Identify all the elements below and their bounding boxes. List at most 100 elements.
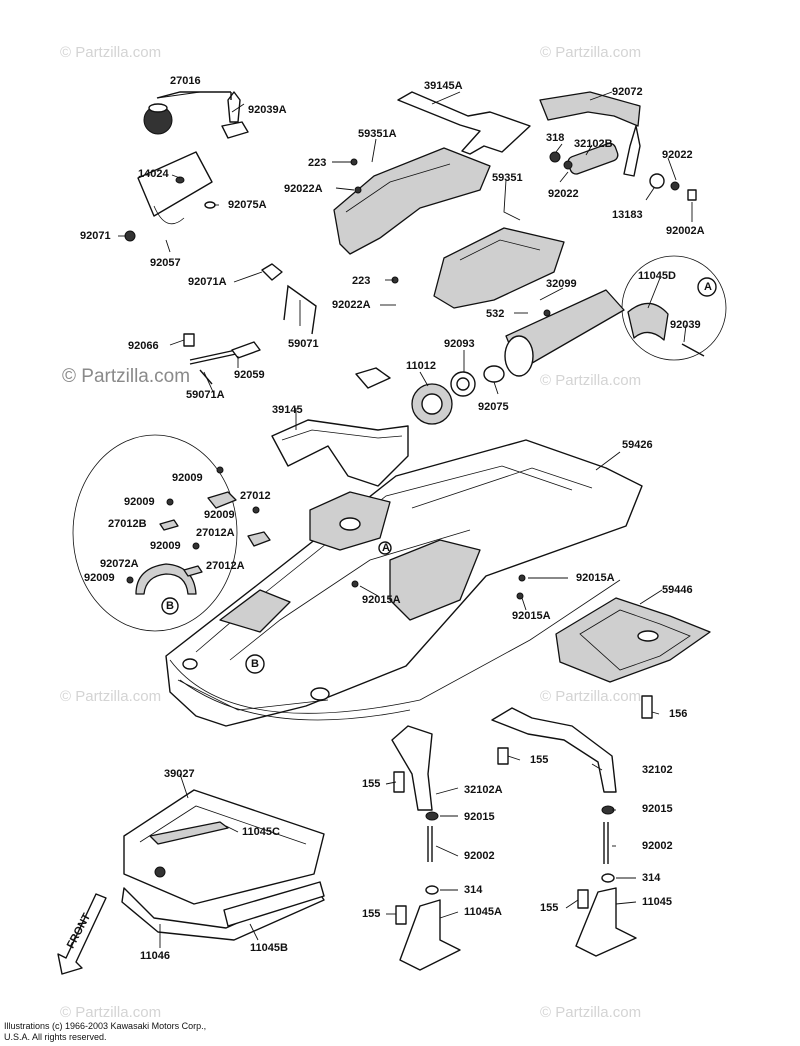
label-59351: 59351 — [492, 172, 523, 184]
watermark: © Partzilla.com — [540, 372, 642, 389]
plate-59446 — [555, 597, 711, 683]
detail-circle-b — [72, 434, 238, 632]
label-92072: 92072 — [612, 86, 643, 98]
label-92022: 92022 — [662, 149, 693, 161]
copyright-line-2: U.S.A. All rights reserved. — [4, 1032, 107, 1042]
label-318: 318 — [546, 132, 565, 144]
label-11046: 11046 — [140, 950, 170, 962]
label-59351a: 59351A — [358, 128, 397, 140]
label-39145a: 39145A — [424, 80, 463, 92]
label-59446: 59446 — [662, 584, 693, 596]
label-155: 155 — [540, 902, 559, 914]
marker-b: B — [251, 658, 259, 670]
label-92015a: 92015A — [512, 610, 551, 622]
pad-11046 — [121, 887, 325, 941]
label-11045a: 11045A — [464, 906, 502, 918]
label-92009: 92009 — [172, 472, 203, 484]
watermark: © Partzilla.com — [540, 1004, 642, 1021]
label-59071a: 59071A — [186, 389, 225, 401]
strap-92072 — [539, 91, 641, 127]
label-11045c: 11045C — [242, 826, 280, 838]
cover-14024 — [137, 151, 213, 217]
watermark: © Partzilla.com — [540, 688, 642, 705]
label-92009: 92009 — [124, 496, 155, 508]
label-92071a: 92071A — [188, 276, 227, 288]
label-223: 223 — [352, 275, 371, 287]
post-11045a — [399, 899, 461, 971]
label-59426: 59426 — [622, 439, 653, 451]
label-92075a: 92075A — [228, 199, 267, 211]
cover-59351 — [433, 227, 565, 309]
hose-92059 — [231, 341, 261, 359]
bumper-39027 — [123, 789, 325, 905]
label-27012: 27012 — [240, 490, 271, 502]
label-27012b: 27012B — [108, 518, 147, 530]
label-92093: 92093 — [444, 338, 475, 350]
label-92009: 92009 — [150, 540, 181, 552]
label-32102a: 32102A — [464, 784, 503, 796]
strap-92039a — [221, 91, 249, 139]
label-92057: 92057 — [150, 257, 181, 269]
label-92015a: 92015A — [576, 572, 615, 584]
watermark: © Partzilla.com — [60, 44, 162, 61]
handle-32102a — [391, 725, 433, 811]
label-11045b: 11045B — [250, 942, 288, 954]
label-92015: 92015 — [642, 803, 673, 815]
label-92059: 92059 — [234, 369, 265, 381]
label-27012a: 27012A — [206, 560, 245, 572]
label-314: 314 — [464, 884, 483, 896]
label-155: 155 — [362, 778, 381, 790]
label-11012: 11012 — [406, 360, 436, 372]
label-92009: 92009 — [204, 509, 235, 521]
label-92022a: 92022A — [332, 299, 371, 311]
marker-b: B — [166, 600, 174, 612]
label-11045: 11045 — [642, 896, 672, 908]
label-92039a: 92039A — [248, 104, 287, 116]
label-92002: 92002 — [642, 840, 673, 852]
detail-a-part-11045d — [627, 302, 669, 341]
label-59071: 59071 — [288, 338, 319, 350]
label-39027: 39027 — [164, 768, 195, 780]
label-92009: 92009 — [84, 572, 115, 584]
label-532: 532 — [486, 308, 505, 320]
label-92039: 92039 — [670, 319, 701, 331]
front-arrow — [57, 893, 107, 975]
plug-92075 — [483, 365, 505, 383]
label-92002a: 92002A — [666, 225, 705, 237]
marker-a: A — [382, 542, 390, 554]
handle-39145 — [271, 419, 409, 487]
label-39145: 39145 — [272, 404, 303, 416]
label-11045d: 11045D — [638, 270, 676, 282]
label-27012a: 27012A — [196, 527, 235, 539]
label-92066: 92066 — [128, 340, 159, 352]
label-92002: 92002 — [464, 850, 495, 862]
watermark: © Partzilla.com — [62, 366, 191, 387]
label-27016: 27016 — [170, 75, 201, 87]
label-92075: 92075 — [478, 401, 509, 413]
label-155: 155 — [362, 908, 381, 920]
pipe-59071 — [283, 284, 317, 335]
copyright: Illustrations (c) 1966-2003 Kawasaki Mot… — [4, 1021, 206, 1043]
fitting-92071a — [261, 263, 283, 281]
clamp-92072a — [135, 563, 197, 595]
label-155: 155 — [530, 754, 549, 766]
watermark: © Partzilla.com — [60, 688, 162, 705]
watermark: © Partzilla.com — [540, 44, 642, 61]
label-92022: 92022 — [548, 188, 579, 200]
pad-11045b — [223, 881, 325, 927]
label-92022a: 92022A — [284, 183, 323, 195]
bolt-156 — [641, 695, 653, 719]
handle-32102 — [491, 707, 617, 793]
label-92015a: 92015A — [362, 594, 401, 606]
label-14024: 14024 — [138, 168, 169, 180]
bracket-39145a — [397, 91, 531, 155]
label-156: 156 — [669, 708, 688, 720]
label-13183: 13183 — [612, 209, 643, 221]
label-92071: 92071 — [80, 230, 111, 242]
label-223: 223 — [308, 157, 327, 169]
label-92015: 92015 — [464, 811, 495, 823]
watermark: © Partzilla.com — [60, 1004, 162, 1021]
label-32099: 32099 — [546, 278, 577, 290]
